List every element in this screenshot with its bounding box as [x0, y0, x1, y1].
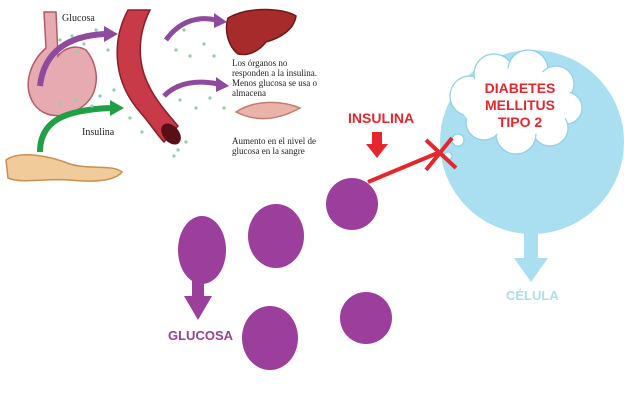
cell-arrow-shaft	[524, 232, 538, 260]
blood-vessel-shape	[116, 9, 179, 144]
glucose-molecules	[178, 178, 392, 370]
cell-arrow-head	[514, 258, 548, 282]
insulina-label: INSULINA	[348, 110, 415, 126]
liver-shape	[225, 8, 297, 56]
stomach-shape	[27, 11, 98, 117]
pancreas-to-vessel-arrow	[37, 105, 111, 153]
thought-bubble-fill	[460, 68, 572, 136]
glucose-arrow-head	[184, 296, 212, 320]
muscle-shape	[234, 101, 302, 120]
inset-insulina-label: Insulina	[82, 127, 115, 138]
celula-label: CÉLULA	[506, 288, 559, 303]
glucose-molecule	[178, 216, 226, 284]
diabetes-label: DIABETES MELLITUS TIPO 2	[484, 80, 556, 130]
pancreas-to-vessel-arrowhead	[110, 100, 124, 116]
glucose-molecule	[242, 306, 298, 370]
glucose-molecule	[340, 292, 392, 344]
stomach-to-vessel-arrow	[37, 31, 105, 87]
glucose-molecule	[248, 204, 304, 268]
insulin-arrow-head	[366, 144, 388, 158]
inset-glucosa-label: Glucosa	[62, 13, 95, 24]
vessel-to-muscle-arrow	[162, 79, 219, 98]
vessel-to-liver-arrowhead	[214, 13, 227, 28]
vessel-to-liver-arrow	[163, 16, 217, 42]
insulin-link-line	[367, 150, 441, 184]
inset-organs-note: Los órganos no responden a la insulina. …	[232, 58, 317, 98]
vessel-to-muscle-arrowhead	[216, 77, 229, 92]
blocked-x-stroke-2	[424, 136, 454, 172]
glucosa-label: GLUCOSA	[168, 328, 233, 343]
inset-glucose-rise-note: Aumento en el nivel de glucosa en la san…	[232, 136, 316, 156]
glucose-arrow-shaft	[192, 276, 204, 300]
insulin-arrow-shaft	[372, 132, 382, 146]
pancreas-shape	[5, 154, 124, 182]
vessel-opening	[161, 123, 181, 145]
stomach-to-vessel-arrowhead	[104, 26, 118, 42]
inset-glucose-dots	[58, 28, 226, 158]
glucose-molecule	[326, 178, 378, 230]
inset-illustration	[5, 8, 302, 182]
